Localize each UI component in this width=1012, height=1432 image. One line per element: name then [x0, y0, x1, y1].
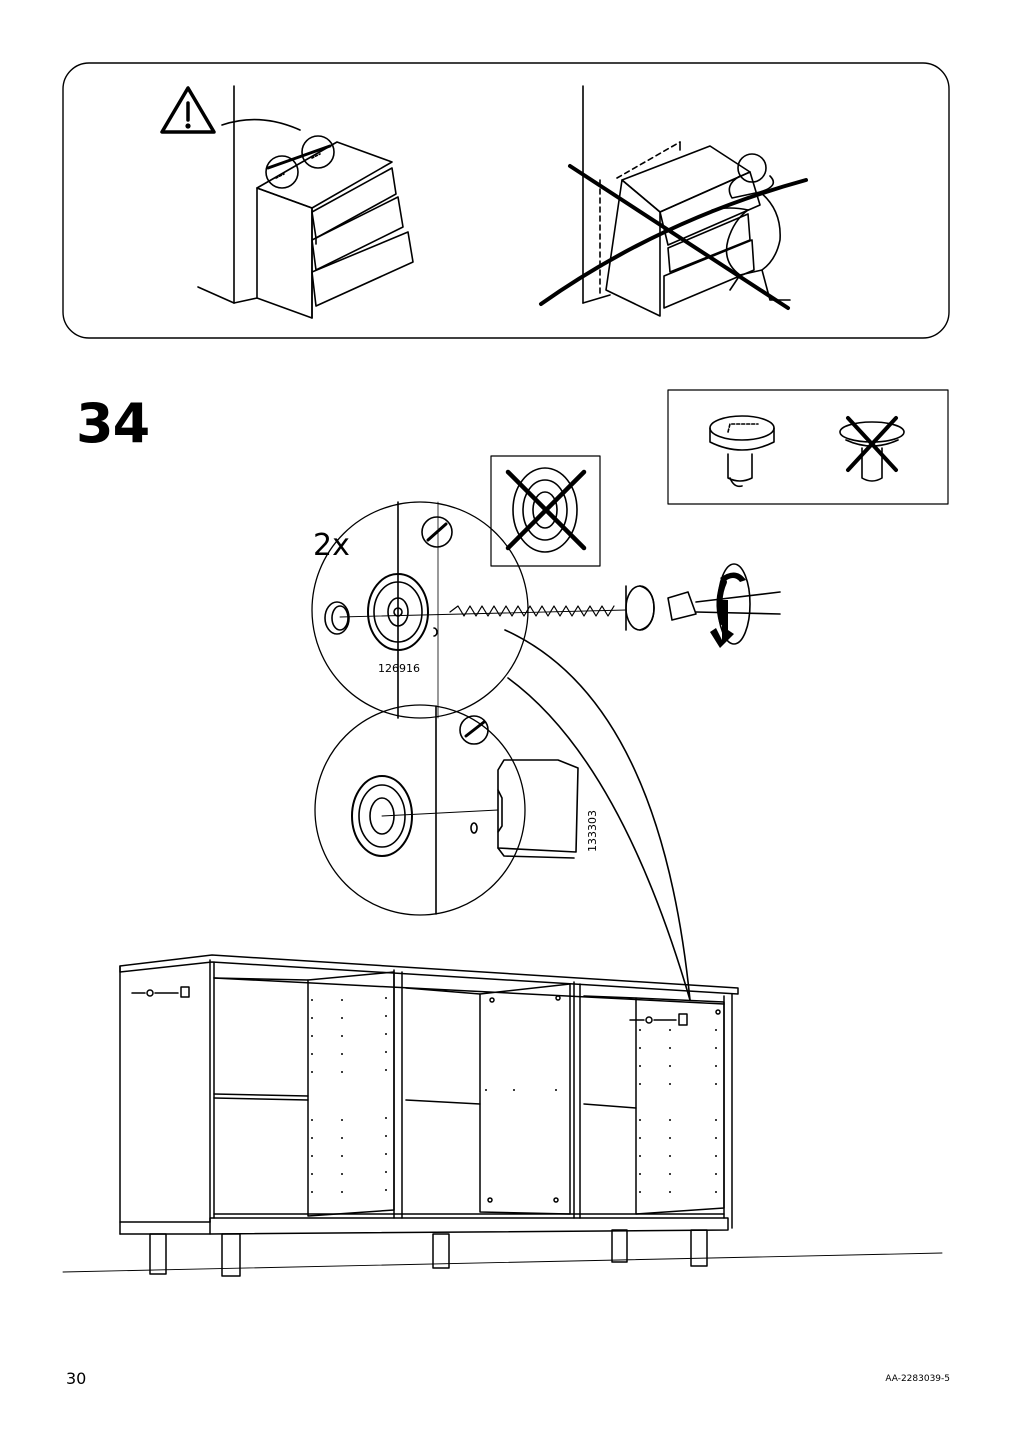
page-number: 30	[66, 1369, 87, 1388]
warning-panel	[62, 62, 950, 339]
detail-circle-cap	[314, 704, 526, 916]
hole-row-1	[311, 997, 387, 1193]
screw-orientation-box	[667, 389, 949, 505]
wrong-recess-box	[490, 455, 601, 567]
rotate-clockwise-icon	[710, 572, 746, 648]
warning-triangle-icon	[160, 86, 216, 134]
correct-screw-cap	[709, 415, 775, 488]
wrong-screw-cap	[839, 416, 905, 482]
part-number-screw-cover: 126916	[378, 662, 420, 675]
hole-row-3	[639, 1029, 717, 1193]
quantity-label: 2x	[313, 528, 350, 563]
tipping-dresser-scene	[539, 85, 808, 317]
anchored-dresser-scene	[197, 85, 414, 319]
document-code: AA-2283039-5	[885, 1374, 950, 1384]
sideboard	[119, 954, 739, 1277]
step-number: 34	[76, 392, 150, 455]
part-number-cover-cap: 133303	[586, 810, 599, 852]
cross-out-icon	[505, 467, 587, 553]
